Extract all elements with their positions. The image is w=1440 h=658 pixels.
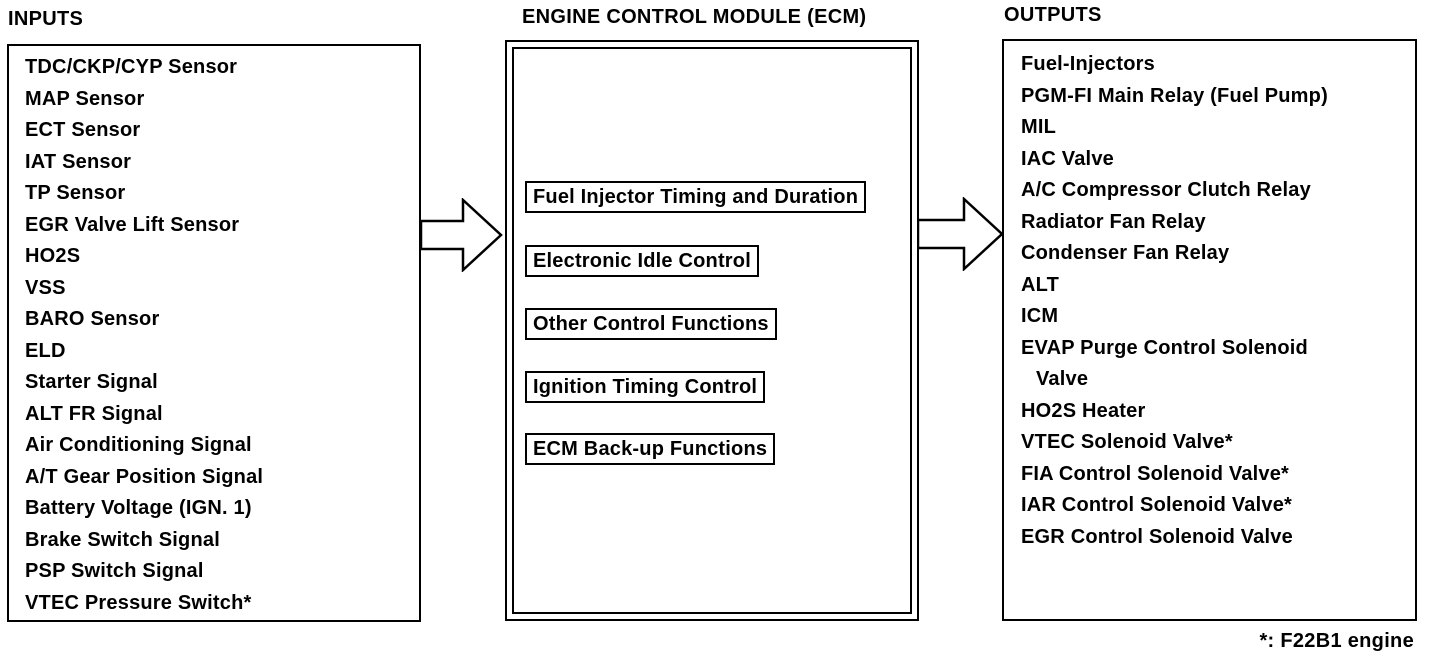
inputs-list: TDC/CKP/CYP Sensor MAP Sensor ECT Sensor… <box>25 52 263 619</box>
inputs-box: TDC/CKP/CYP Sensor MAP Sensor ECT Sensor… <box>7 44 421 622</box>
outputs-list: Fuel-Injectors PGM-FI Main Relay (Fuel P… <box>1021 49 1328 553</box>
input-item: BARO Sensor <box>25 308 160 330</box>
input-item: EGR Valve Lift Sensor <box>25 213 240 236</box>
inputs-heading: INPUTS <box>8 8 84 30</box>
ecm-function: Ignition Timing Control <box>525 371 766 403</box>
output-item: A/C Compressor Clutch Relay <box>1021 179 1311 201</box>
output-item: EGR Control Solenoid Valve <box>1021 525 1293 548</box>
ecm-function: Other Control Functions <box>525 308 777 340</box>
output-item: IAR Control Solenoid Valve* <box>1021 494 1292 516</box>
output-item: FIA Control Solenoid Valve* <box>1021 462 1290 485</box>
outputs-box: Fuel-Injectors PGM-FI Main Relay (Fuel P… <box>1002 39 1417 621</box>
output-item: HO2S Heater <box>1021 399 1146 422</box>
input-item: IAT Sensor <box>25 150 132 173</box>
output-item: EVAP Purge Control Solenoid <box>1021 336 1308 359</box>
input-item: VSS <box>25 276 66 299</box>
input-item: HO2S <box>25 245 81 267</box>
ecm-function: Fuel Injector Timing and Duration <box>525 181 867 213</box>
ecm-box: Fuel Injector Timing and Duration Electr… <box>505 40 919 621</box>
input-item: MAP Sensor <box>25 87 145 110</box>
input-item: ECT Sensor <box>25 119 141 141</box>
footnote: *: F22B1 engine <box>1259 630 1414 652</box>
output-item: Fuel-Injectors <box>1021 53 1155 75</box>
input-item: ALT FR Signal <box>25 402 163 425</box>
input-item: VTEC Pressure Switch* <box>25 591 252 614</box>
output-item: Radiator Fan Relay <box>1021 210 1206 233</box>
input-item: Battery Voltage (IGN. 1) <box>25 497 252 519</box>
output-item: ICM <box>1021 305 1059 327</box>
right-arrow-icon <box>918 197 1004 271</box>
ecm-function: Electronic Idle Control <box>525 245 759 277</box>
ecm-function: ECM Back-up Functions <box>525 433 776 465</box>
output-item: VTEC Solenoid Valve* <box>1021 431 1233 453</box>
input-item: ELD <box>25 339 66 362</box>
output-item: MIL <box>1021 116 1057 138</box>
output-item: Condenser Fan Relay <box>1021 242 1230 264</box>
ecm-inner-frame <box>512 47 912 614</box>
input-item: A/T Gear Position Signal <box>25 465 264 488</box>
ecm-heading: ENGINE CONTROL MODULE (ECM) <box>522 6 867 28</box>
output-item: PGM-FI Main Relay (Fuel Pump) <box>1021 84 1328 107</box>
input-item: Brake Switch Signal <box>25 528 220 551</box>
input-item: PSP Switch Signal <box>25 560 204 582</box>
output-item: ALT <box>1021 273 1059 296</box>
input-item: TDC/CKP/CYP Sensor <box>25 56 238 78</box>
outputs-heading: OUTPUTS <box>1004 4 1102 26</box>
input-item: TP Sensor <box>25 182 126 204</box>
input-item: Starter Signal <box>25 371 158 393</box>
output-item: Valve <box>1036 368 1089 390</box>
right-arrow-icon <box>421 198 503 272</box>
output-item: IAC Valve <box>1021 147 1114 170</box>
input-item: Air Conditioning Signal <box>25 434 252 456</box>
